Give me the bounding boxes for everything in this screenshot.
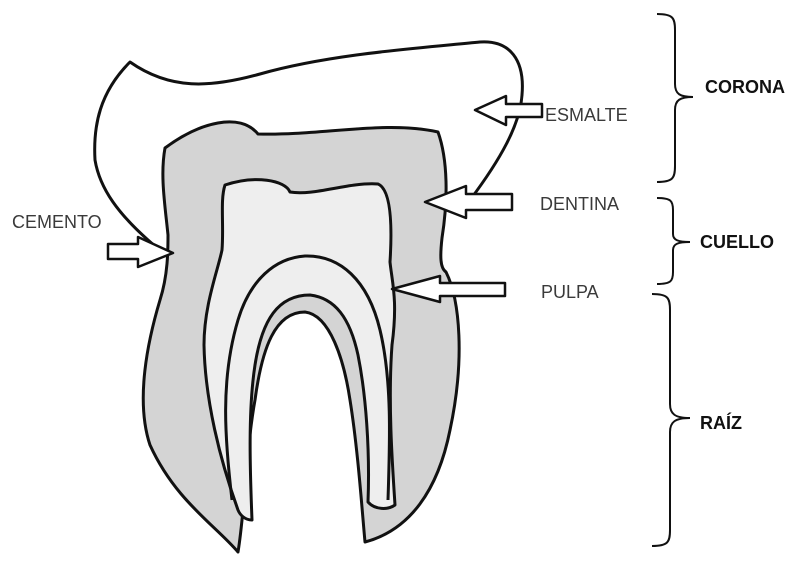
corona-brace	[657, 14, 693, 182]
dentina-label: DENTINA	[540, 194, 619, 214]
raiz-label: RAÍZ	[700, 412, 742, 433]
esmalte-label: ESMALTE	[545, 105, 628, 125]
cuello-brace	[657, 198, 690, 284]
cuello-label: CUELLO	[700, 232, 774, 252]
raiz-brace	[652, 294, 690, 546]
corona-label: CORONA	[705, 77, 785, 97]
cemento-label: CEMENTO	[12, 212, 102, 232]
dentin-shape	[143, 122, 459, 552]
pulpa-label: PULPA	[541, 282, 599, 302]
